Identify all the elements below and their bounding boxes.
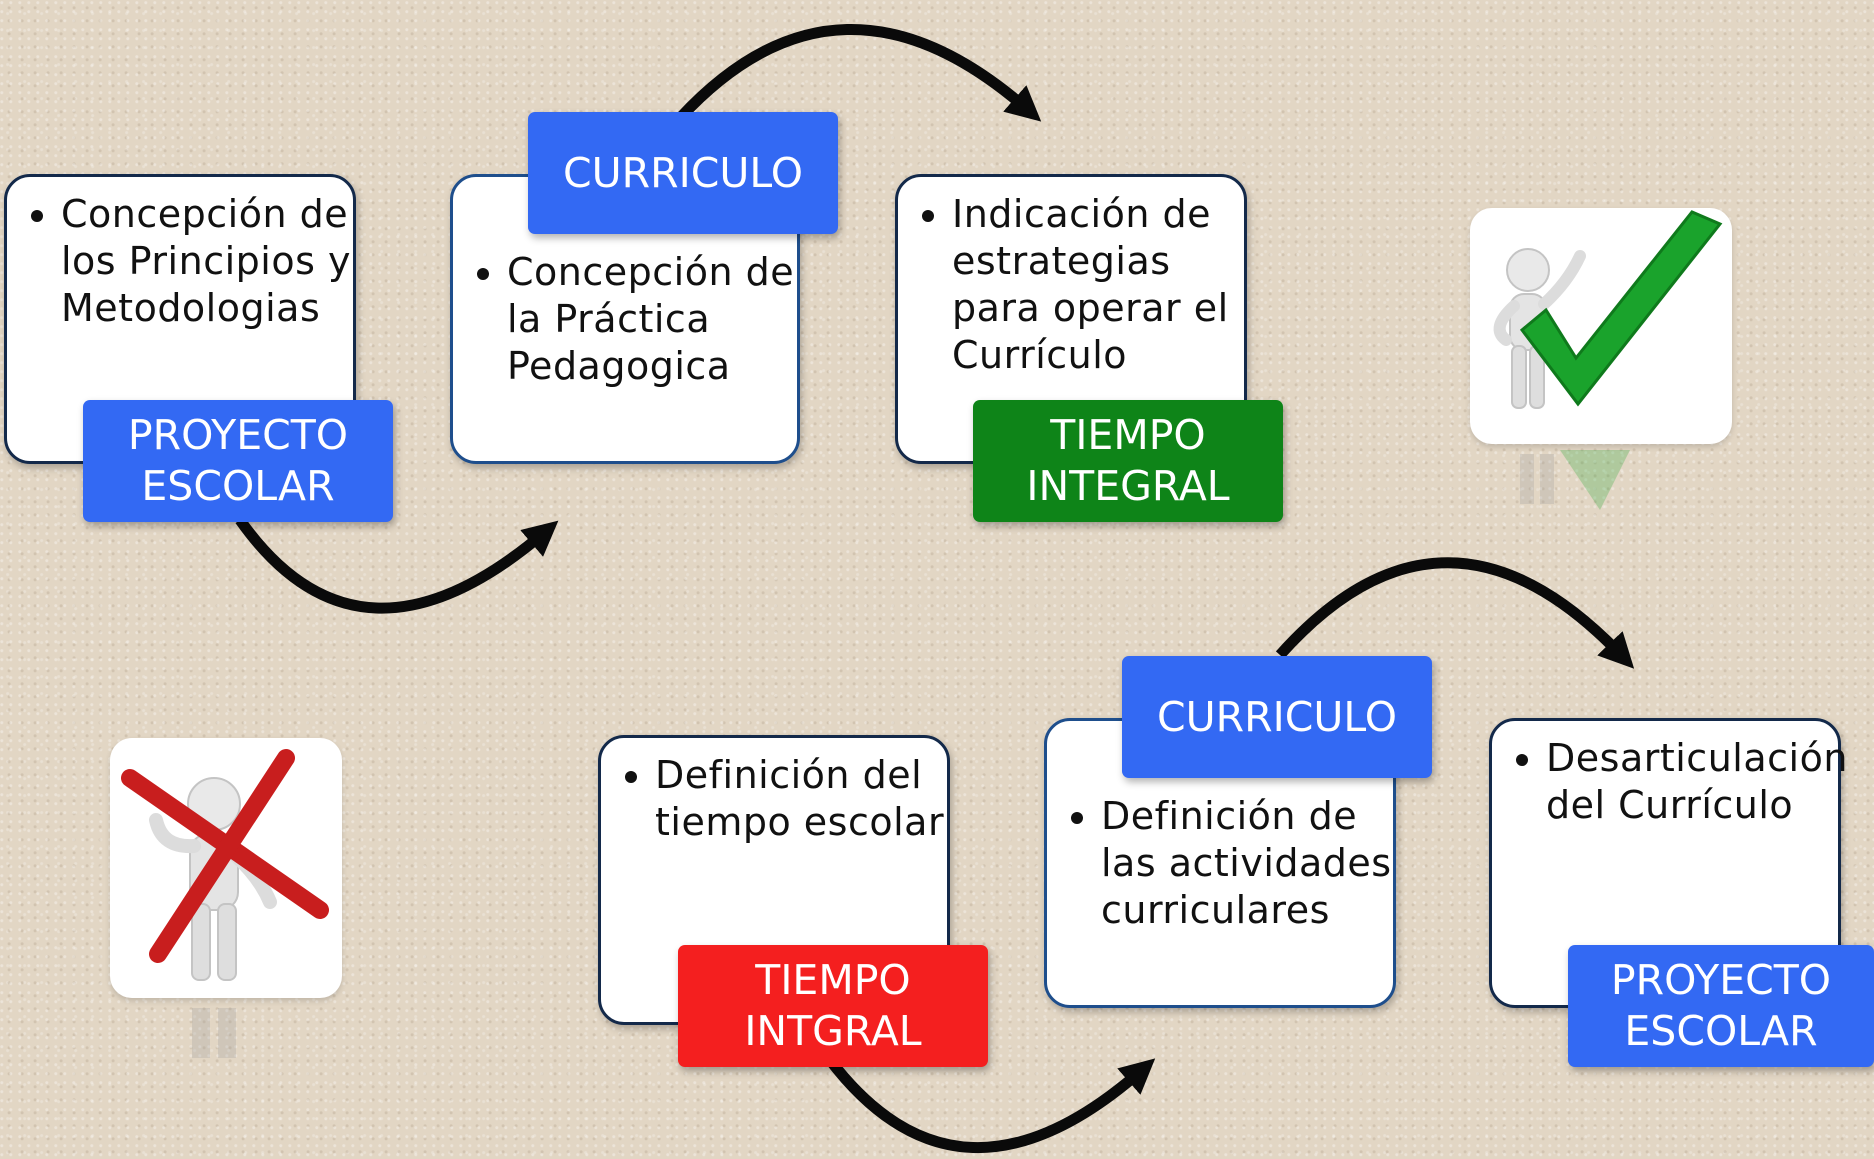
top-proyecto-card: Concepción de los Principios y Metodolog… (4, 174, 356, 464)
top-tiempo-label: TIEMPO INTEGRAL (973, 400, 1283, 522)
top-proyecto-text: Concepción de los Principios y Metodolog… (61, 191, 353, 332)
arrow-bottom-center (1275, 557, 1635, 669)
top-tiempo-text: Indicación de estrategias para operar el… (952, 191, 1244, 379)
bottom-tiempo-label: TIEMPO INTGRAL (678, 945, 988, 1067)
bottom-curriculo-label: CURRICULO (1122, 656, 1432, 778)
check-reflection (1520, 450, 1630, 510)
arrow-top-center (675, 24, 1042, 122)
top-proyecto-label: PROYECTO ESCOLAR (83, 400, 393, 522)
cross-reflection (192, 1008, 236, 1058)
bottom-proyecto-text: Desarticulación del Currículo (1546, 735, 1847, 829)
top-curriculo-card: Concepción de la Práctica Pedagogica (450, 174, 800, 464)
person-with-checkmark-icon (1470, 208, 1732, 444)
top-curriculo-text: Concepción de la Práctica Pedagogica (507, 249, 797, 390)
arrow-bottom-left (825, 1056, 1156, 1154)
person-with-cross-icon (110, 738, 342, 998)
arrow-top-left (235, 516, 559, 614)
bottom-curriculo-text: Definición de las actividades curricular… (1101, 793, 1393, 934)
top-curriculo-label: CURRICULO (528, 112, 838, 234)
bottom-tiempo-text: Definición del tiempo escolar (655, 752, 947, 846)
bottom-proyecto-label: PROYECTO ESCOLAR (1568, 945, 1874, 1067)
